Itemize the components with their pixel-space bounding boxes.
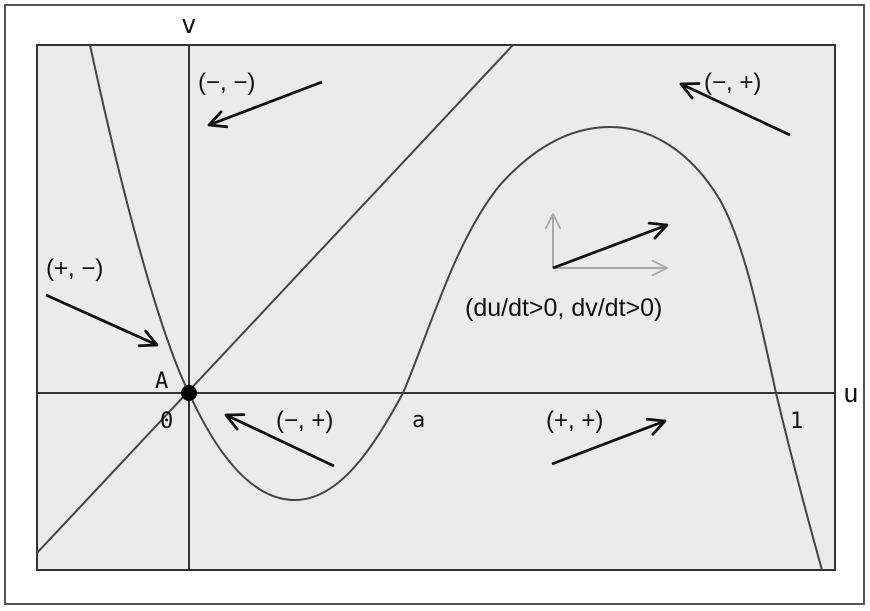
- u-axis-label: u: [843, 379, 859, 409]
- tick-label-origin: 0: [160, 409, 173, 434]
- legend-resultant-arrow: [552, 221, 669, 270]
- point-label-A: A: [155, 369, 168, 394]
- region-label-top-left: (−, −): [198, 69, 255, 96]
- region-label-bottom-right: (+, +): [546, 407, 603, 434]
- arrow-left: [45, 293, 159, 348]
- tick-label-a: a: [412, 408, 425, 433]
- region-label-top-right: (−, +): [704, 69, 761, 96]
- region-label-left: (+, −): [46, 255, 103, 282]
- equilibrium-point-A: [181, 385, 197, 401]
- arrow-bottom-right: [551, 417, 667, 466]
- arrow-top-right: [679, 82, 791, 137]
- region-label-bottom-mid: (−, +): [276, 407, 333, 434]
- tick-label-one: 1: [790, 409, 803, 434]
- legend-text: (du/dt>0, dv/dt>0): [465, 294, 662, 322]
- v-axis-label: v: [181, 10, 197, 40]
- arrow-top-left: [207, 80, 323, 129]
- legend-vector: [544, 213, 669, 277]
- arrow-bottom-mid: [224, 413, 335, 468]
- v-nullcline-line: [37, 45, 514, 554]
